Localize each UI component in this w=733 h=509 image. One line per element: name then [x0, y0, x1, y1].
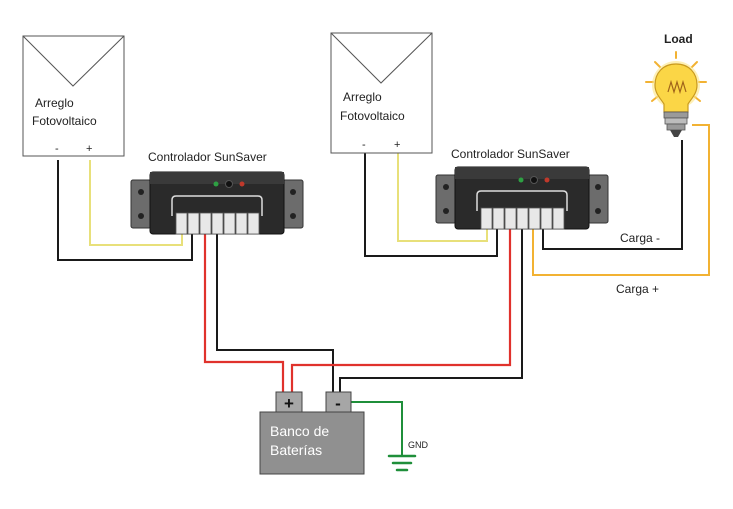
- right-controller-led-green: [518, 177, 524, 183]
- right-panel-minus-label: -: [362, 139, 366, 151]
- wires: [57, 124, 710, 455]
- left-controller-led-green: [213, 181, 219, 187]
- left-solar-panel: Arreglo Fotovoltaico - +: [22, 35, 125, 157]
- load-label: Load: [664, 32, 693, 46]
- left-controller-terminal-block: [175, 212, 260, 235]
- battery-label-line1: Banco de: [270, 423, 329, 439]
- right-battery-negative-wire: [339, 221, 523, 392]
- left-panel-label-line1: Arreglo: [35, 96, 74, 110]
- left-panel-label-line2: Fotovoltaico: [32, 114, 97, 128]
- battery-label-line2: Baterías: [270, 442, 322, 458]
- left-pv-negative-wire: [57, 160, 193, 261]
- right-panel-plus-label: +: [394, 139, 400, 151]
- load-positive-wire: [532, 124, 710, 276]
- right-controller-label: Controlador SunSaver: [451, 147, 570, 161]
- left-panel-plus-label: +: [86, 143, 92, 155]
- left-controller-led-red: [239, 181, 245, 187]
- right-charge-controller: Controlador SunSaver: [435, 147, 609, 230]
- left-battery-negative-wire: [216, 221, 334, 392]
- right-battery-positive-wire: [290, 221, 512, 392]
- left-panel-minus-label: -: [55, 143, 59, 155]
- right-controller-terminal-block: [480, 207, 565, 230]
- left-controller-label: Controlador SunSaver: [148, 150, 267, 164]
- battery-bank: + - Banco de Baterías: [259, 391, 365, 475]
- left-charge-controller: Controlador SunSaver: [130, 150, 304, 235]
- battery-minus-symbol: -: [335, 394, 341, 413]
- ground-icon: [387, 454, 417, 472]
- battery-plus-symbol: +: [284, 394, 294, 413]
- load-bulb-icon: Load: [645, 32, 707, 137]
- right-panel-label-line1: Arreglo: [343, 90, 382, 104]
- right-panel-label-line2: Fotovoltaico: [340, 109, 405, 123]
- load-positive-label: Carga +: [616, 282, 659, 296]
- ground-wire: [351, 401, 403, 455]
- load-negative-label: Carga -: [620, 231, 660, 245]
- ground-label: GND: [408, 440, 429, 450]
- load-negative-wire: [542, 140, 683, 250]
- right-controller-led-red: [544, 177, 550, 183]
- right-pv-positive-wire: [397, 152, 488, 242]
- left-battery-positive-wire: [203, 221, 285, 392]
- right-solar-panel: Arreglo Fotovoltaico - +: [330, 32, 433, 154]
- right-pv-negative-wire: [364, 152, 498, 257]
